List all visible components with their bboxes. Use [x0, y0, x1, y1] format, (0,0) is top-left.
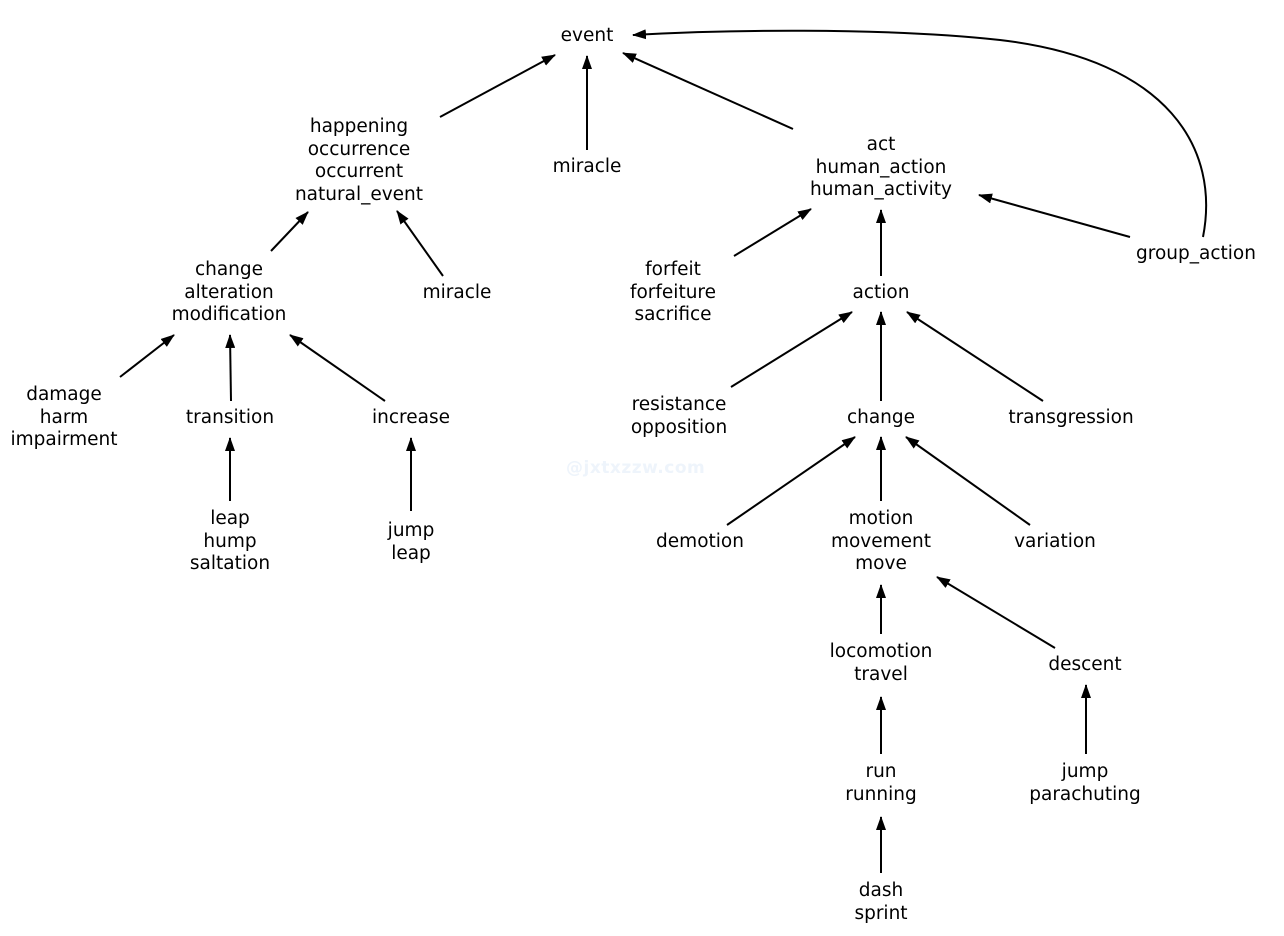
edge-variation-to-change-act: [905, 436, 1031, 526]
edge-group-action-to-event: [632, 29, 1208, 238]
node-change-act: change: [847, 407, 915, 430]
edge-increase-to-change-alteration: [289, 334, 386, 402]
node-label: miracle: [422, 282, 492, 303]
node-label: locomotion: [829, 641, 933, 662]
node-miracle-top: miracle: [553, 156, 622, 179]
node-label: human_action: [815, 156, 947, 178]
node-transgression: transgression: [1008, 407, 1133, 430]
node-label: resistance: [631, 394, 727, 415]
edge-act-to-event: [622, 52, 794, 130]
edge-transgression-to-action: [906, 311, 1044, 402]
node-action: action: [853, 282, 910, 305]
watermark: @jxtxzzw.com: [566, 458, 706, 478]
node-miracle-sub: miracle: [423, 282, 492, 305]
node-label: action: [852, 282, 910, 303]
node-label: opposition: [630, 416, 728, 438]
node-label: damage: [26, 384, 102, 405]
node-label: movement: [830, 530, 932, 552]
node-label: change: [194, 259, 264, 280]
node-label: forfeiture: [629, 281, 717, 303]
node-descent: descent: [1048, 654, 1121, 677]
node-label: occurrence: [307, 138, 411, 160]
node-label: motion: [848, 508, 914, 529]
node-label: occurrent: [314, 161, 404, 182]
node-label: run: [865, 761, 897, 782]
node-demotion: demotion: [656, 531, 744, 554]
node-group-action: group_action: [1136, 243, 1256, 266]
node-label: increase: [372, 407, 450, 428]
edge-miracle-sub-to-happening: [396, 210, 444, 277]
node-label: move: [855, 553, 907, 574]
node-label: transition: [185, 407, 275, 428]
edge-happening-to-event: [439, 54, 556, 118]
node-label: transgression: [1008, 407, 1134, 428]
node-label: alteration: [184, 281, 274, 303]
edge-group-action-to-act: [978, 193, 1131, 238]
node-label: act: [866, 134, 896, 155]
node-label: demotion: [656, 531, 744, 552]
node-label: travel: [854, 663, 908, 685]
node-label: change: [846, 407, 916, 428]
node-label: saltation: [189, 553, 271, 574]
node-label: hump: [203, 530, 257, 552]
node-label: jump: [387, 520, 435, 541]
edge-forfeit-to-act: [733, 208, 812, 257]
node-label: jump: [1061, 761, 1109, 782]
node-label: parachuting: [1029, 783, 1141, 805]
node-label: running: [845, 783, 917, 805]
node-label: dash: [858, 880, 904, 901]
node-label: miracle: [552, 156, 622, 177]
node-label: leap: [210, 508, 250, 529]
node-label: leap: [391, 542, 431, 564]
node-variation: variation: [1014, 531, 1096, 554]
node-label: event: [560, 25, 614, 46]
node-label: harm: [39, 406, 89, 428]
node-label: forfeit: [645, 259, 701, 280]
edge-demotion-to-change-act: [726, 436, 856, 526]
node-label: impairment: [10, 429, 118, 450]
node-label: happening: [309, 116, 409, 137]
node-label: sprint: [854, 902, 908, 924]
edge-transition-to-change-alteration: [225, 334, 236, 402]
edge-damage-to-change-alteration: [119, 334, 175, 378]
node-label: modification: [171, 304, 287, 325]
node-label: natural_event: [294, 183, 424, 205]
node-label: descent: [1048, 654, 1122, 675]
edge-descent-to-motion: [936, 576, 1056, 649]
node-transition: transition: [186, 407, 274, 430]
edge-resistance-to-action: [730, 311, 853, 388]
node-event: event: [561, 25, 614, 48]
node-label: sacrifice: [634, 304, 712, 325]
node-label: human_activity: [810, 179, 952, 200]
node-label: variation: [1014, 531, 1096, 552]
node-increase: increase: [372, 407, 450, 430]
edge-change-alteration-to-happening: [270, 211, 309, 252]
node-label: group_action: [1136, 243, 1256, 264]
